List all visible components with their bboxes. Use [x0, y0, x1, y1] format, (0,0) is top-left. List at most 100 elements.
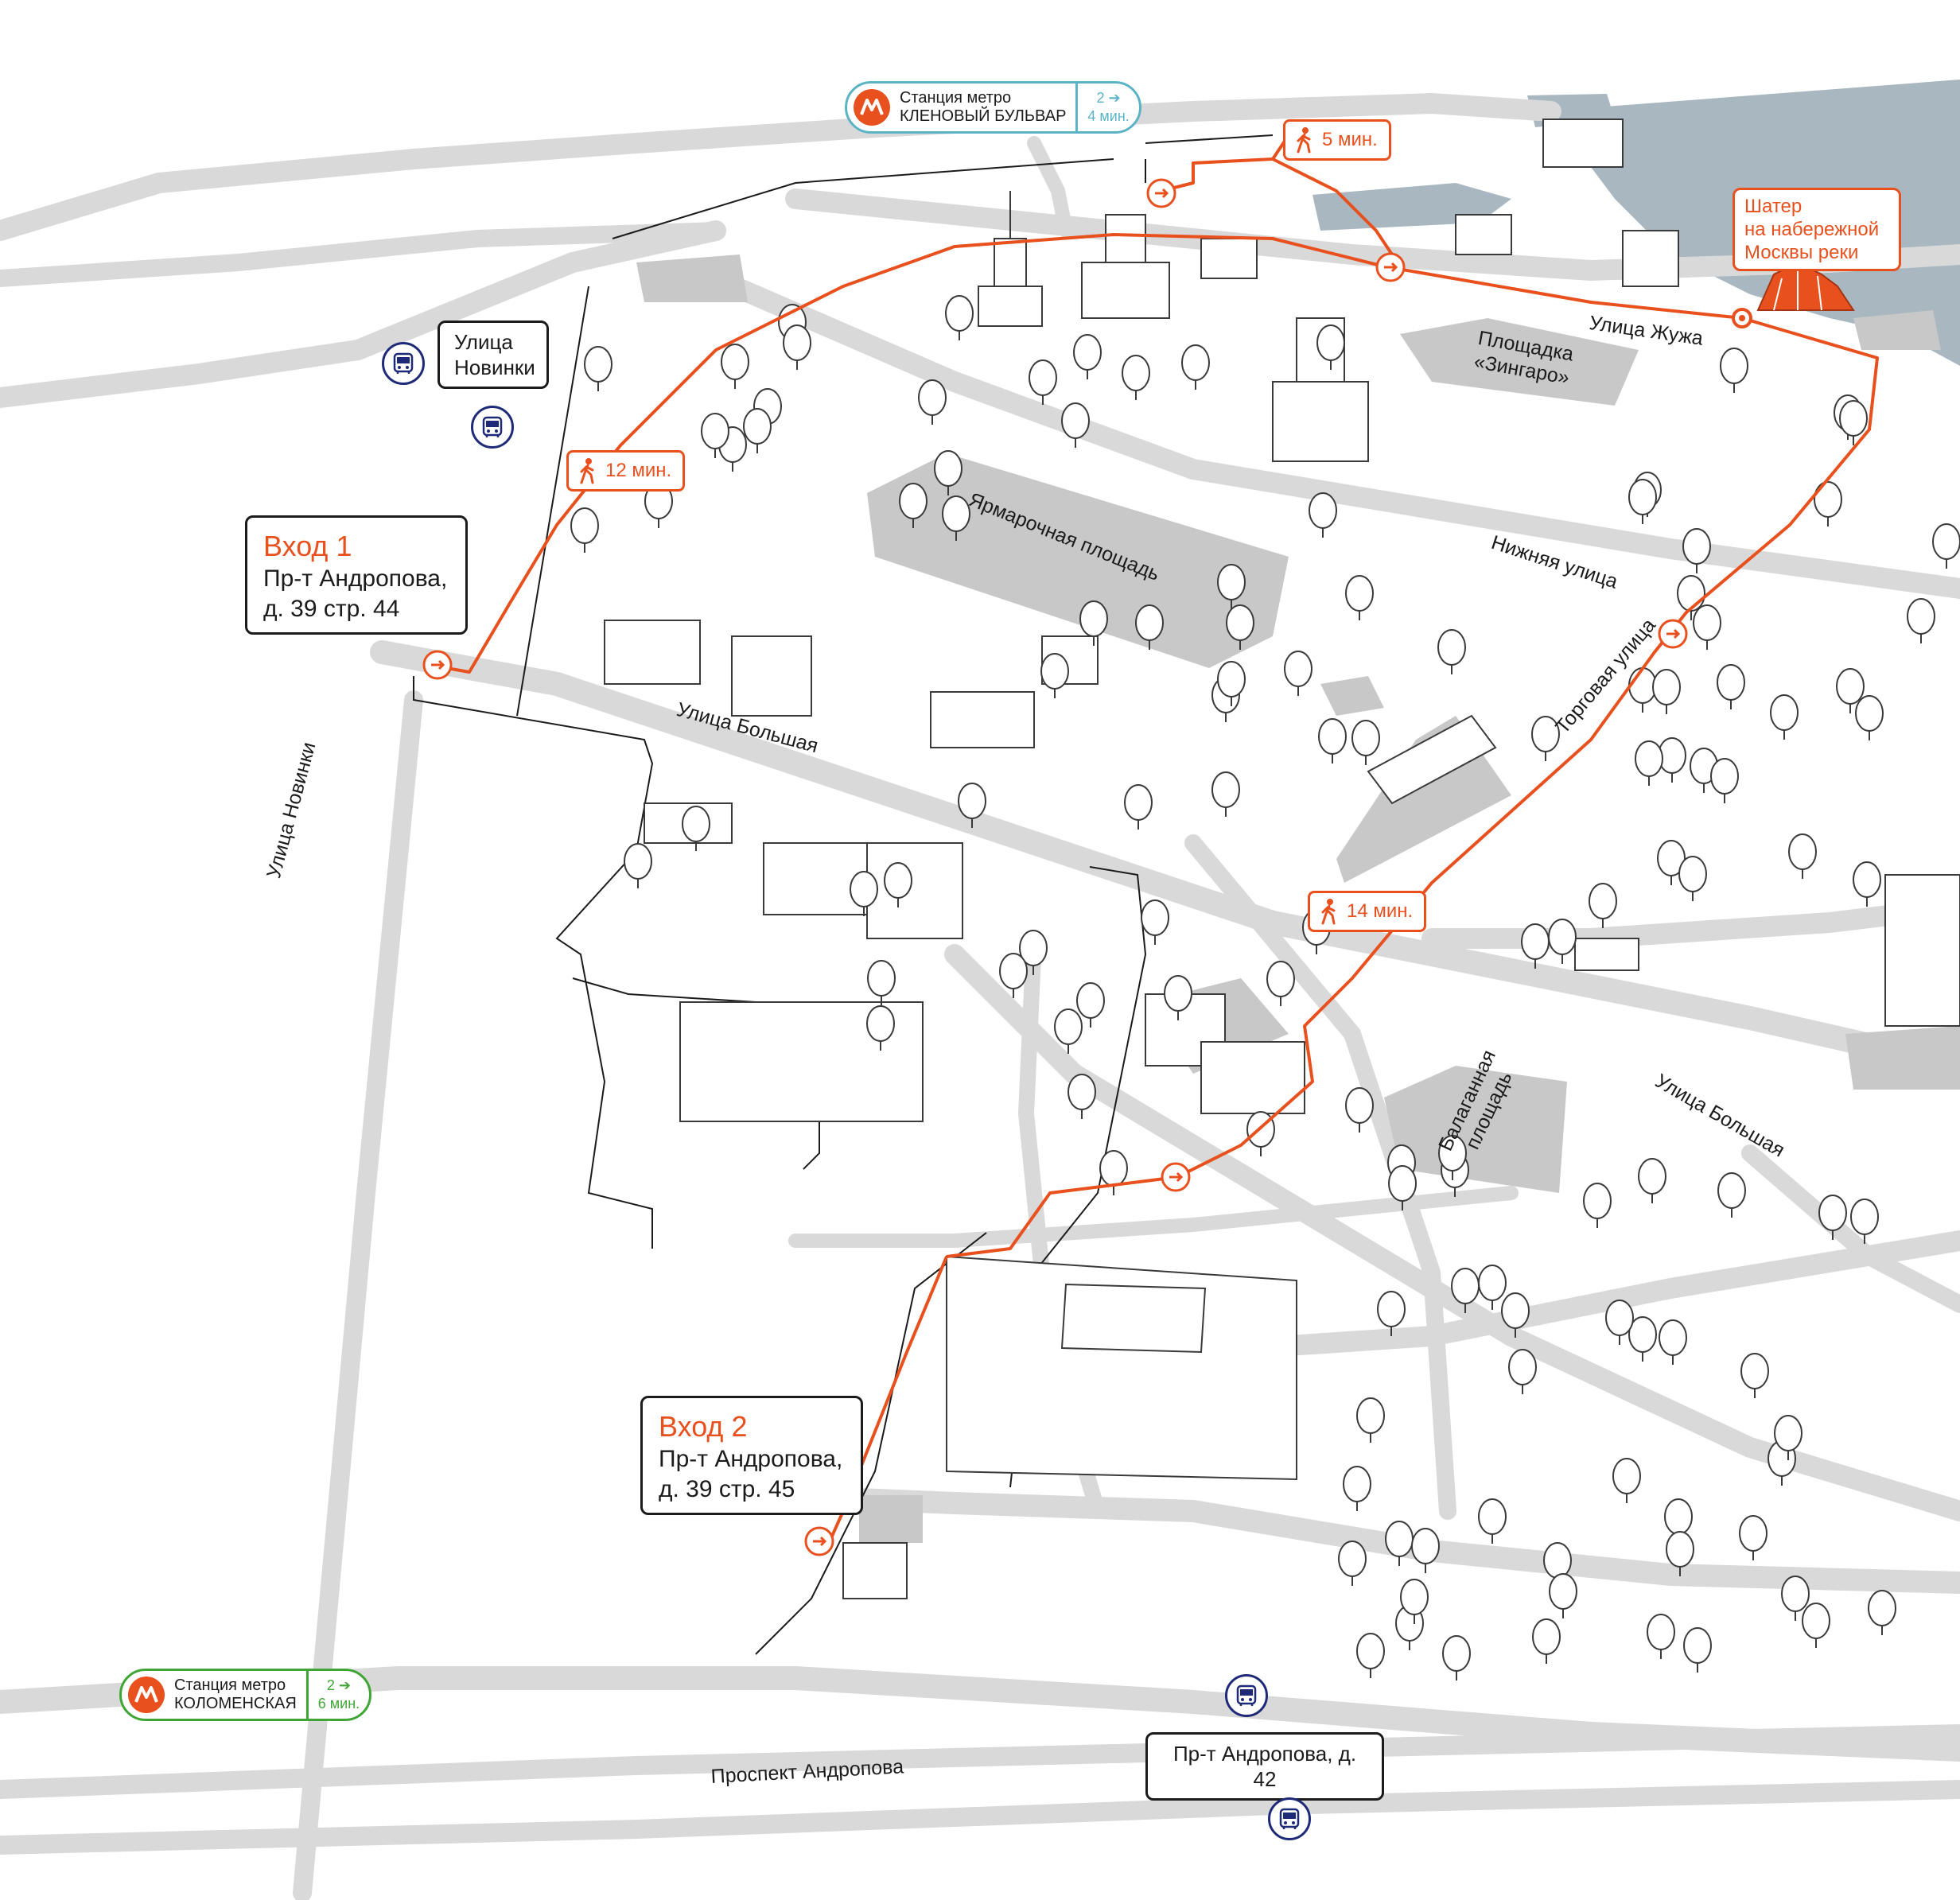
- tree: [743, 408, 772, 445]
- house-2: [731, 635, 812, 717]
- tree: [1770, 694, 1799, 731]
- riverside-house-3: [1622, 230, 1679, 287]
- church-4: [1272, 317, 1369, 462]
- house-6: [1200, 1041, 1305, 1114]
- tree: [1652, 669, 1681, 705]
- tree: [1079, 600, 1108, 637]
- zingaro-plaza: [1400, 318, 1639, 406]
- tree: [1677, 575, 1705, 612]
- tree: [1388, 1165, 1417, 1202]
- tree: [934, 450, 962, 487]
- tree: [850, 871, 878, 907]
- bus-stop-name: Пр-т Андропова, д. 42: [1172, 1742, 1357, 1791]
- tree: [1788, 833, 1817, 870]
- walk-time-label: 14 мин.: [1347, 900, 1414, 922]
- metro-time: 2 ➔ 6 мин.: [305, 1671, 369, 1719]
- tree: [1478, 1498, 1507, 1535]
- tree: [1217, 661, 1246, 697]
- tree: [1356, 1633, 1385, 1669]
- entrance-address: Пр-т Андропова, д. 39 стр. 44: [263, 565, 448, 622]
- tree: [570, 507, 599, 544]
- tree: [884, 862, 912, 899]
- tree: [1068, 1074, 1096, 1110]
- bus-icon[interactable]: [471, 406, 514, 449]
- bus-stop-novinki-callout[interactable]: Улица Новинки: [438, 321, 549, 389]
- tree: [1338, 1541, 1367, 1577]
- entrance-1-callout[interactable]: Вход 1 Пр-т Андропова, д. 39 стр. 44: [245, 515, 468, 635]
- tree: [866, 1005, 895, 1042]
- tree: [682, 806, 710, 842]
- tree: [1659, 1319, 1687, 1356]
- walk-time-14: 14 мин.: [1308, 891, 1427, 932]
- tree: [1682, 528, 1711, 565]
- bus-stop-andropova-callout[interactable]: Пр-т Андропова, д. 42: [1145, 1732, 1384, 1801]
- arrow-glyph: [431, 659, 445, 670]
- tree: [1266, 961, 1295, 997]
- tree: [1932, 523, 1960, 560]
- market-stalls: [1367, 714, 1497, 805]
- tree: [958, 783, 986, 819]
- metro-name: КОЛОМЕНСКАЯ: [174, 1695, 297, 1712]
- church-1: [978, 191, 1043, 327]
- destination-line3: Москвы реки: [1744, 242, 1859, 263]
- entrance-title: Вход 2: [659, 1410, 748, 1443]
- tree: [1739, 1515, 1768, 1552]
- tree: [1135, 604, 1164, 641]
- tree: [1451, 1268, 1480, 1304]
- tree: [1356, 1397, 1385, 1434]
- tree: [1343, 1466, 1371, 1502]
- tree: [1217, 564, 1246, 600]
- metro-label: Станция метро: [174, 1677, 286, 1694]
- tree: [1442, 1635, 1471, 1672]
- tree: [1907, 598, 1935, 635]
- tree: [721, 344, 749, 380]
- tree: [1693, 604, 1721, 641]
- metro-time-top: 2 ➔: [1096, 90, 1121, 106]
- metro-kolomenskaya[interactable]: Станция метро КОЛОМЕНСКАЯ 2 ➔ 6 мин.: [119, 1669, 372, 1721]
- bus-stop-name: Улица Новинки: [454, 330, 535, 379]
- tree: [1635, 740, 1663, 777]
- tree: [1437, 629, 1466, 666]
- tree: [701, 413, 729, 449]
- house-1: [604, 620, 701, 685]
- tree: [1717, 664, 1745, 701]
- trees: [570, 295, 1960, 1680]
- bus-icon[interactable]: [1268, 1797, 1311, 1840]
- tree: [1385, 1521, 1414, 1557]
- tree: [1181, 344, 1210, 381]
- tree: [1543, 1542, 1572, 1579]
- metro-logo-icon: [854, 89, 890, 126]
- right-house: [1884, 874, 1960, 1027]
- tree: [1309, 492, 1337, 529]
- tree: [1351, 720, 1380, 756]
- bus-icon[interactable]: [1225, 1674, 1268, 1717]
- metro-klenovy-bulvar[interactable]: Станция метро КЛЕНОВЫЙ БУЛЬВАР 2 ➔ 4 мин…: [845, 81, 1141, 134]
- entrance-2-callout[interactable]: Вход 2 Пр-т Андропова, д. 39 стр. 45: [640, 1396, 863, 1515]
- tree: [1717, 1172, 1746, 1209]
- tree: [867, 960, 896, 997]
- destination-line1: Шатер: [1744, 196, 1802, 217]
- tree: [1099, 1150, 1128, 1187]
- tree: [1400, 1579, 1429, 1615]
- tree: [1839, 400, 1868, 437]
- destination-callout[interactable]: Шатер на набережной Москвы реки: [1732, 188, 1901, 271]
- tree: [1076, 982, 1105, 1019]
- tree: [1501, 1292, 1530, 1329]
- yarmarochnaya-plaza: [867, 453, 1289, 668]
- destination-line2: на набережной: [1744, 219, 1880, 240]
- bus-icon[interactable]: [382, 342, 425, 385]
- tree: [1855, 695, 1884, 732]
- riverside-house-2: [1455, 214, 1512, 255]
- roof-glass: [1060, 1283, 1207, 1354]
- arrow-glyph: [1155, 188, 1169, 199]
- tree: [1164, 975, 1192, 1012]
- tree: [945, 295, 974, 332]
- tree: [1802, 1603, 1830, 1639]
- arrow-glyph: [813, 1536, 827, 1547]
- tree: [1211, 771, 1240, 808]
- gazebo: [1574, 938, 1639, 971]
- tree: [1226, 604, 1254, 641]
- entrance-title: Вход 1: [263, 530, 352, 562]
- tree: [1521, 923, 1550, 960]
- tree: [1720, 348, 1748, 384]
